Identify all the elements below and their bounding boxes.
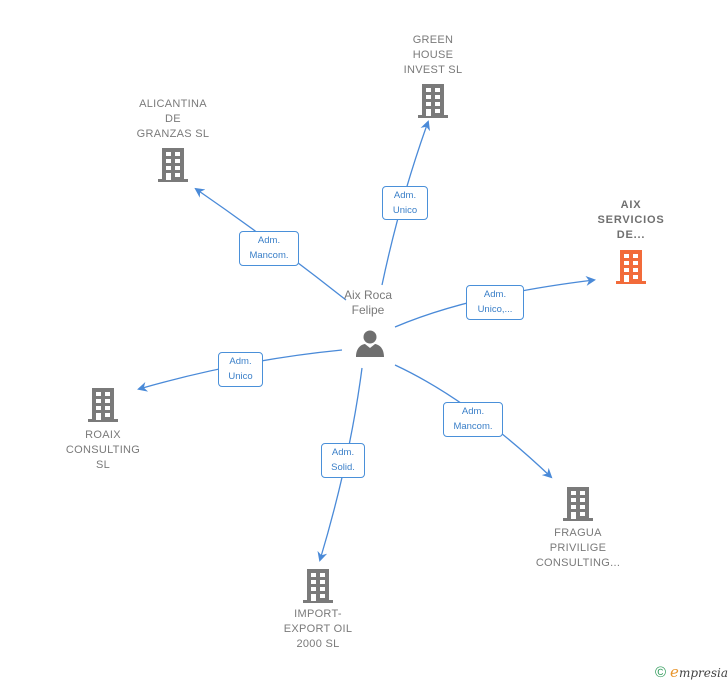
role-line: Mancom.: [249, 250, 289, 261]
edge-role-label-aix-servicios[interactable]: Adm. Unico,...: [466, 285, 524, 320]
role-line: Unico: [228, 371, 253, 382]
role-line: Adm.: [483, 289, 507, 300]
company-name-line: SL: [95, 459, 111, 471]
company-name-line: ALICANTINA: [139, 98, 207, 110]
company-name-line: SERVICIOS: [597, 214, 665, 226]
center-person-label[interactable]: Aix Roca Felipe: [318, 288, 418, 318]
brand-rest: mpresia: [678, 666, 728, 680]
center-person-name-line1: Aix Roca: [343, 288, 393, 302]
company-name-line: FRAGUA: [554, 527, 602, 539]
role-line: Adm.: [229, 356, 252, 367]
company-name-line: INVEST SL: [403, 64, 463, 76]
footer-brand: ©empresia: [655, 663, 728, 681]
company-name-line: GREEN: [412, 34, 454, 46]
company-name-line: GRANZAS SL: [136, 128, 210, 140]
company-node-aix-servicios[interactable]: AIX SERVICIOS DE...: [581, 198, 681, 243]
company-name-line: HOUSE: [412, 49, 454, 61]
company-name-line: IMPORT-: [294, 608, 342, 620]
company-name-line: AIX: [620, 199, 642, 211]
company-node-green-house[interactable]: GREEN HOUSE INVEST SL: [383, 33, 483, 78]
company-node-fragua[interactable]: FRAGUA PRIVILIGE CONSULTING...: [518, 526, 638, 571]
building-icon[interactable]: [303, 569, 333, 603]
empresia-logo[interactable]: empresia: [670, 663, 728, 681]
person-icon[interactable]: [355, 328, 385, 358]
center-person-name-line2: Felipe: [351, 303, 385, 317]
company-node-alicantina[interactable]: ALICANTINA DE GRANZAS SL: [118, 97, 228, 142]
company-node-roaix[interactable]: ROAIX CONSULTING SL: [53, 428, 153, 473]
role-line: Solid.: [331, 462, 355, 473]
company-name-line: 2000 SL: [296, 638, 340, 650]
role-line: Adm.: [461, 406, 485, 417]
role-line: Adm.: [393, 190, 417, 201]
company-name-line: DE...: [616, 229, 646, 241]
building-icon[interactable]: [418, 84, 448, 118]
company-node-import-export[interactable]: IMPORT- EXPORT OIL 2000 SL: [268, 607, 368, 652]
building-icon[interactable]: [158, 148, 188, 182]
building-icon[interactable]: [563, 487, 593, 521]
company-name-line: PRIVILIGE: [549, 542, 607, 554]
role-line: Mancom.: [453, 421, 493, 432]
company-name-line: CONSULTING...: [535, 557, 621, 569]
building-icon[interactable]: [88, 388, 118, 422]
role-line: Adm.: [257, 235, 281, 246]
role-line: Unico: [392, 205, 418, 216]
building-icon[interactable]: [616, 250, 646, 284]
role-line: Unico,...: [477, 304, 513, 315]
edge-role-label-import-export[interactable]: Adm. Solid.: [321, 443, 365, 478]
edge-role-label-green-house[interactable]: Adm. Unico: [382, 186, 428, 220]
edge-role-label-fragua[interactable]: Adm. Mancom.: [443, 402, 503, 437]
company-name-line: DE: [165, 113, 181, 125]
brand-initial: e: [670, 663, 679, 681]
company-name-line: CONSULTING: [65, 444, 141, 456]
edge-role-label-alicantina[interactable]: Adm. Mancom.: [239, 231, 299, 266]
company-name-line: EXPORT OIL: [283, 623, 353, 635]
edge-role-label-roaix[interactable]: Adm. Unico: [218, 352, 263, 387]
role-line: Adm.: [331, 447, 355, 458]
copyright-icon: ©: [654, 664, 667, 681]
company-name-line: ROAIX: [85, 429, 121, 441]
